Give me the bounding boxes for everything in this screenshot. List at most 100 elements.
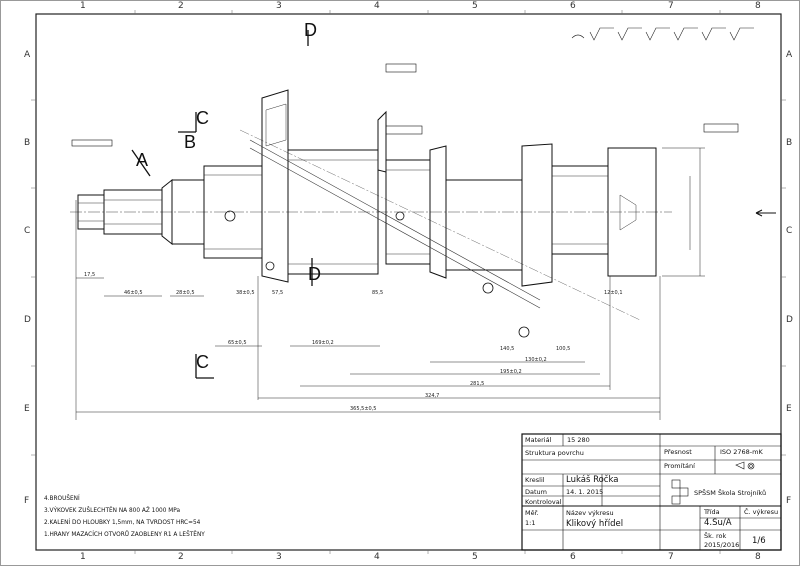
dim-d10: 46±0,5 bbox=[124, 290, 143, 296]
section-mark-d-top: D bbox=[304, 20, 317, 40]
section-cut-marks bbox=[131, 30, 313, 379]
tb-drawn-label: Kreslil bbox=[525, 476, 545, 484]
dim-d8: 140,5 bbox=[500, 346, 515, 352]
zone-row-d: D bbox=[24, 315, 31, 325]
tech-note-2: 2.KALENÍ DO HLOUBKY 1,5mm, NA TVRDOST HR… bbox=[44, 520, 201, 526]
zone-ticks bbox=[31, 10, 786, 554]
zone-row-c: C bbox=[24, 226, 31, 236]
drawing-frame bbox=[35, 13, 782, 551]
zone-col-4: 4 bbox=[374, 1, 380, 11]
dim-d1: 12±0,1 bbox=[604, 290, 623, 296]
tb-material-label: Materiál bbox=[525, 436, 552, 444]
dimension-lines bbox=[75, 147, 705, 420]
crank-web-1 bbox=[261, 89, 289, 283]
surface-roughness-callout bbox=[571, 27, 754, 41]
dim-d5: 324,7 bbox=[425, 393, 440, 399]
zone-col-3-bottom: 3 bbox=[276, 552, 282, 562]
dim-d3: 195±0,2 bbox=[500, 369, 522, 375]
zone-col-7-bottom: 7 bbox=[668, 552, 674, 562]
section-mark-b: B bbox=[184, 132, 197, 152]
dim-d7: 169±0,2 bbox=[312, 340, 334, 346]
oil-hole-1 bbox=[224, 210, 236, 222]
tolerance-frames bbox=[71, 63, 739, 147]
zone-col-2: 2 bbox=[178, 1, 184, 11]
rear-flange bbox=[607, 147, 657, 277]
tb-class-value: 4.Su/A bbox=[704, 518, 732, 528]
zone-col-4-bottom: 4 bbox=[374, 552, 380, 562]
inner-detail-lines bbox=[78, 103, 637, 309]
projection-symbol bbox=[735, 461, 755, 470]
zone-col-7: 7 bbox=[668, 1, 674, 11]
oil-hole-4 bbox=[518, 326, 530, 338]
section-mark-c-lower: C bbox=[196, 352, 209, 372]
tb-date-value: 14. 1. 2015 bbox=[566, 488, 604, 496]
tb-surface-label: Struktura povrchu bbox=[525, 449, 584, 457]
dim-d9: 100,5 bbox=[556, 346, 571, 352]
section-mark-d-mid: D bbox=[308, 264, 321, 284]
zone-col-8-bottom: 8 bbox=[755, 552, 761, 562]
dim-d15: 57,5 bbox=[272, 290, 284, 296]
tb-school: SPŠSM Škola Strojníků bbox=[694, 489, 767, 497]
dim-d16: 17,5 bbox=[84, 272, 96, 278]
zone-row-b: B bbox=[24, 138, 31, 148]
zone-col-3: 3 bbox=[276, 1, 282, 11]
dim-overall-length: 365,5±0,5 bbox=[350, 406, 377, 412]
oil-hole-5 bbox=[265, 261, 275, 271]
oil-holes bbox=[224, 210, 530, 338]
tb-checked-label: Kontroloval bbox=[525, 498, 562, 506]
zone-col-2-bottom: 2 bbox=[178, 552, 184, 562]
zone-col-5-bottom: 5 bbox=[472, 552, 478, 562]
title-block-grid bbox=[521, 433, 782, 551]
oil-channel-centerline bbox=[239, 129, 641, 321]
section-mark-c-upper: C bbox=[196, 108, 209, 128]
oil-hole-3 bbox=[482, 282, 494, 294]
zone-row-e-right: E bbox=[786, 404, 792, 414]
zone-row-f-right: F bbox=[786, 496, 792, 506]
tb-part-name-label: Název výkresu bbox=[566, 509, 614, 517]
tb-scale-value: 1:1 bbox=[525, 519, 536, 527]
dim-d4: 281,5 bbox=[470, 381, 485, 387]
crank-web-4 bbox=[521, 143, 553, 287]
oil-hole-2 bbox=[395, 211, 405, 221]
tb-projection-label: Promítání bbox=[664, 462, 695, 470]
tb-drawn-value: Lukáš Ročka bbox=[566, 475, 619, 485]
zone-row-a-right: A bbox=[786, 50, 793, 60]
dim-d2: 130±0,2 bbox=[525, 357, 547, 363]
crank-pin-1 bbox=[287, 149, 379, 275]
dim-d12: 38±0,5 bbox=[236, 290, 255, 296]
tech-note-1: 1.HRANY MAZACÍCH OTVORŮ ZAOBLENY R1 A LE… bbox=[44, 532, 205, 538]
tb-year-value: 2015/2016 bbox=[704, 541, 740, 549]
tb-scale-label: Měř. bbox=[525, 509, 539, 517]
tech-note-3: 3.VÝKOVEK ZUŠLECHTĚN NA 800 AŽ 1000 MPa bbox=[44, 508, 181, 514]
view-direction-arrow bbox=[755, 209, 776, 217]
tb-class-label: Třída bbox=[704, 508, 720, 516]
tb-material-value: 15 280 bbox=[567, 436, 590, 444]
tb-sheet-value: 1/6 bbox=[752, 536, 766, 546]
tb-tolerance-value: ISO 2768-mK bbox=[720, 448, 763, 456]
zone-row-a: A bbox=[24, 50, 31, 60]
tb-year-label: Šk. rok bbox=[704, 532, 727, 540]
tb-part-no-label: Č. výkresu bbox=[744, 508, 779, 516]
dim-d13: 65±0,5 bbox=[228, 340, 247, 346]
tb-tolerance-label: Přesnost bbox=[664, 448, 692, 456]
section-mark-a: A bbox=[136, 150, 149, 170]
zone-col-8: 8 bbox=[755, 1, 761, 11]
zone-row-b-right: B bbox=[786, 138, 793, 148]
dim-d11: 28±0,5 bbox=[176, 290, 195, 296]
crank-web-3 bbox=[429, 145, 447, 279]
zone-col-1: 1 bbox=[80, 1, 86, 11]
school-logo bbox=[671, 479, 689, 505]
tb-date-label: Datum bbox=[525, 488, 547, 496]
zone-row-f: F bbox=[24, 496, 30, 506]
zone-col-5: 5 bbox=[472, 1, 478, 11]
zone-row-d-right: D bbox=[786, 315, 793, 325]
zone-row-c-right: C bbox=[786, 226, 793, 236]
zone-col-6-bottom: 6 bbox=[570, 552, 576, 562]
zone-row-e: E bbox=[24, 404, 30, 414]
zone-col-6: 6 bbox=[570, 1, 576, 11]
tech-note-4: 4.BROUŠENÍ bbox=[44, 496, 80, 502]
zone-col-1-bottom: 1 bbox=[80, 552, 86, 562]
dim-d14: 85,5 bbox=[372, 290, 384, 296]
